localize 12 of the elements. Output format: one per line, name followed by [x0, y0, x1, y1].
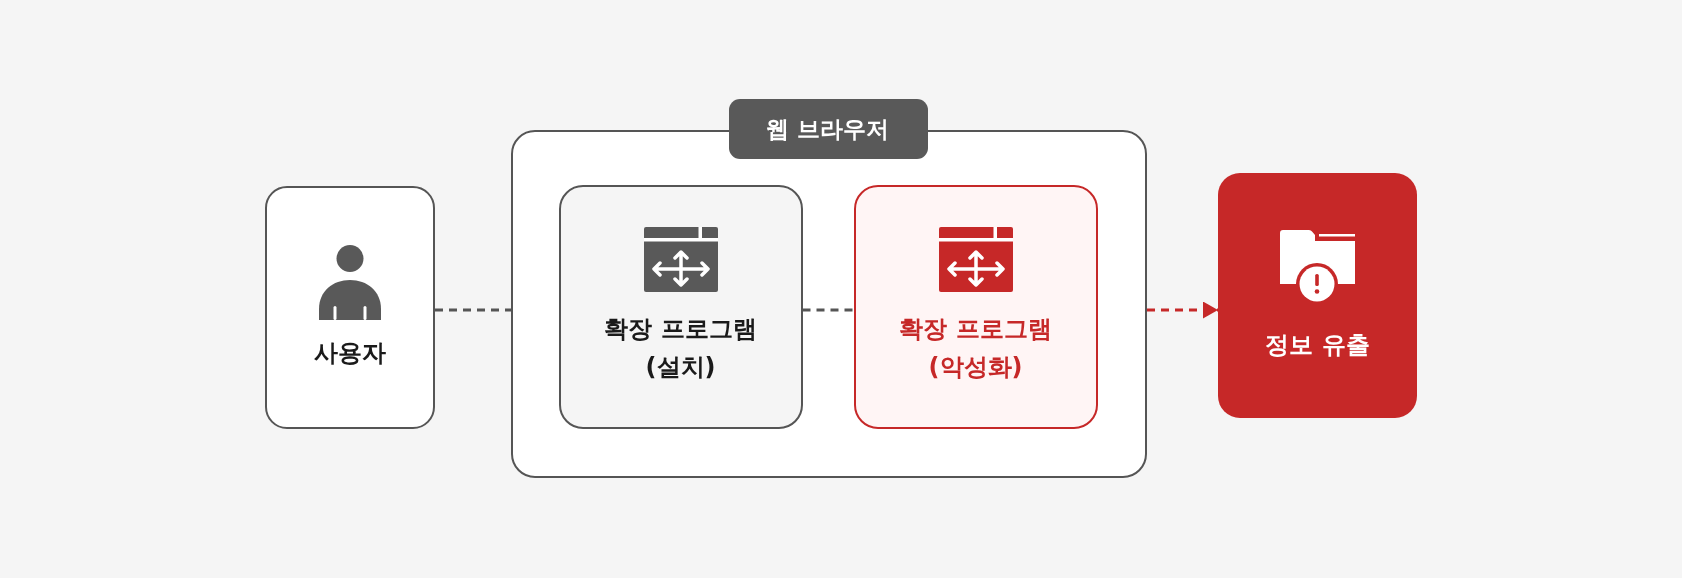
group-title: 웹 브라우저	[728, 99, 928, 159]
connector-line	[435, 308, 511, 312]
actor-box	[265, 186, 435, 429]
alert-box	[1218, 173, 1417, 418]
process-box	[558, 184, 803, 429]
node-label: 사용자	[314, 338, 386, 369]
node-label: 확장 프로그램 (악성화)	[898, 314, 1053, 383]
node-label: 확장 프로그램 (설치)	[603, 314, 758, 383]
node-label: 정보 유출	[1265, 329, 1370, 361]
process-box	[853, 184, 1098, 429]
arrow	[1147, 301, 1218, 319]
connector-line	[802, 308, 854, 312]
